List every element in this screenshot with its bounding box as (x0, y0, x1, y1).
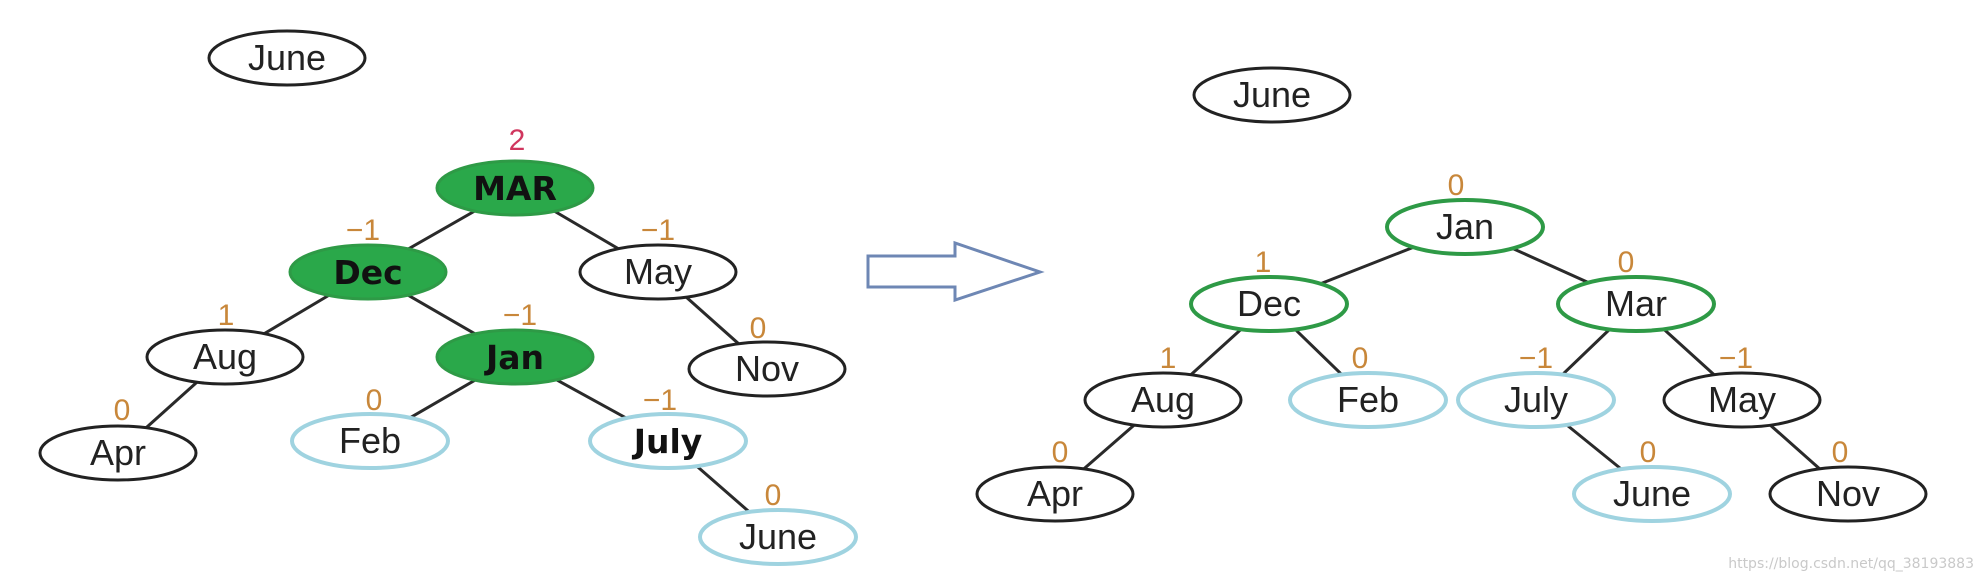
left_tree-node-aug: Aug (145, 328, 305, 386)
node-label: Apr (90, 432, 146, 473)
right_tree-node-feb: Feb (1288, 371, 1448, 429)
node-ellipse (1189, 275, 1349, 333)
left_tree-node-feb: Feb (290, 412, 450, 470)
node-ellipse (1572, 465, 1732, 523)
node-ellipse (435, 328, 595, 386)
left_tree-node-july: July (588, 412, 748, 470)
balance-factor-label: 0 (765, 479, 782, 512)
node-ellipse (1083, 371, 1243, 429)
node-label: June (1233, 74, 1311, 115)
right_tree-node-jan: Jan (1385, 198, 1545, 256)
node-ellipse (1456, 371, 1616, 429)
node-ellipse (288, 243, 448, 301)
balance-factor-label: 1 (218, 299, 235, 332)
balance-factor-label: 0 (1448, 169, 1465, 202)
right_tree-node-apr: Apr (975, 465, 1135, 523)
balance-factor-label: 1 (1255, 246, 1272, 279)
balance-factor-label: −1 (643, 384, 677, 417)
node-ellipse (145, 328, 305, 386)
node-label: June (248, 37, 326, 78)
balance-factor-label: −1 (503, 299, 537, 332)
left_tree-node-dec: Dec (288, 243, 448, 301)
node-label: Apr (1027, 473, 1083, 514)
right_tree-node-mar: Mar (1556, 275, 1716, 333)
balance-factor-label: −1 (641, 214, 675, 247)
left_tree-node-may: May (578, 243, 738, 301)
node-ellipse (578, 243, 738, 301)
balance-factor-label: −1 (346, 214, 380, 247)
node-ellipse (1288, 371, 1448, 429)
node-label: June (739, 516, 817, 557)
right_tree-node-june: June (1572, 465, 1732, 523)
left_tree-node-jan: Jan (435, 328, 595, 386)
node-ellipse (1662, 371, 1822, 429)
node-label: Mar (1605, 283, 1667, 324)
left_tree-node-mar: MAR (435, 159, 595, 217)
node-label: MAR (473, 169, 557, 208)
node-label: Feb (339, 420, 401, 461)
node-label: July (632, 422, 703, 461)
node-ellipse (1556, 275, 1716, 333)
node-label: Jan (484, 338, 544, 377)
node-label: Aug (1131, 379, 1195, 420)
balance-factor-label: 0 (1052, 436, 1069, 469)
right_tree-node-june-top: June (1192, 66, 1352, 124)
node-ellipse (1768, 465, 1928, 523)
left_tree-node-june: June (698, 508, 858, 566)
balance-factor-label: 0 (114, 394, 131, 427)
node-ellipse (1192, 66, 1352, 124)
node-label: Dec (333, 253, 402, 292)
left_tree-node-nov: Nov (687, 340, 847, 398)
right-arrow-icon (866, 240, 1045, 303)
node-label: Nov (1816, 473, 1880, 514)
balance-factor-label: 0 (1618, 246, 1635, 279)
node-label: July (1504, 379, 1568, 420)
balance-factor-label: 2 (509, 124, 526, 157)
watermark: https://blog.csdn.net/qq_38193883 (1728, 556, 1974, 572)
node-label: Jan (1436, 206, 1494, 247)
balance-factor-label: 0 (1640, 436, 1657, 469)
balance-factor-label: 0 (1832, 436, 1849, 469)
node-label: Aug (193, 336, 257, 377)
node-ellipse (1385, 198, 1545, 256)
node-ellipse (687, 340, 847, 398)
node-ellipse (588, 412, 748, 470)
node-ellipse (38, 424, 198, 482)
node-label: May (624, 251, 692, 292)
node-label: Nov (735, 348, 799, 389)
node-label: Dec (1237, 283, 1301, 324)
node-label: Feb (1337, 379, 1399, 420)
node-label: May (1708, 379, 1776, 420)
node-ellipse (698, 508, 858, 566)
balance-factor-label: −1 (1519, 342, 1553, 375)
balance-factors-layer: 2 −1 −1 1 −1 0 0 0 −1 0 0 1 0 1 0 −1 −1 0 0 0 (114, 124, 1849, 512)
right_tree-node-dec: Dec (1189, 275, 1349, 333)
balance-factor-label: 0 (750, 312, 767, 345)
node-label: June (1613, 473, 1691, 514)
right_tree-node-july: July (1456, 371, 1616, 429)
left_tree-node-apr: Apr (38, 424, 198, 482)
left_tree-node-june-top: June (207, 29, 367, 87)
transform-arrow (866, 240, 1045, 303)
node-ellipse (290, 412, 450, 470)
right_tree-node-aug: Aug (1083, 371, 1243, 429)
balance-factor-label: 0 (1352, 342, 1369, 375)
balance-factor-label: −1 (1719, 342, 1753, 375)
node-ellipse (207, 29, 367, 87)
right_tree-node-nov: Nov (1768, 465, 1928, 523)
right_tree-node-may: May (1662, 371, 1822, 429)
node-ellipse (435, 159, 595, 217)
node-ellipse (975, 465, 1135, 523)
balance-factor-label: 0 (366, 384, 383, 417)
balance-factor-label: 1 (1160, 342, 1177, 375)
